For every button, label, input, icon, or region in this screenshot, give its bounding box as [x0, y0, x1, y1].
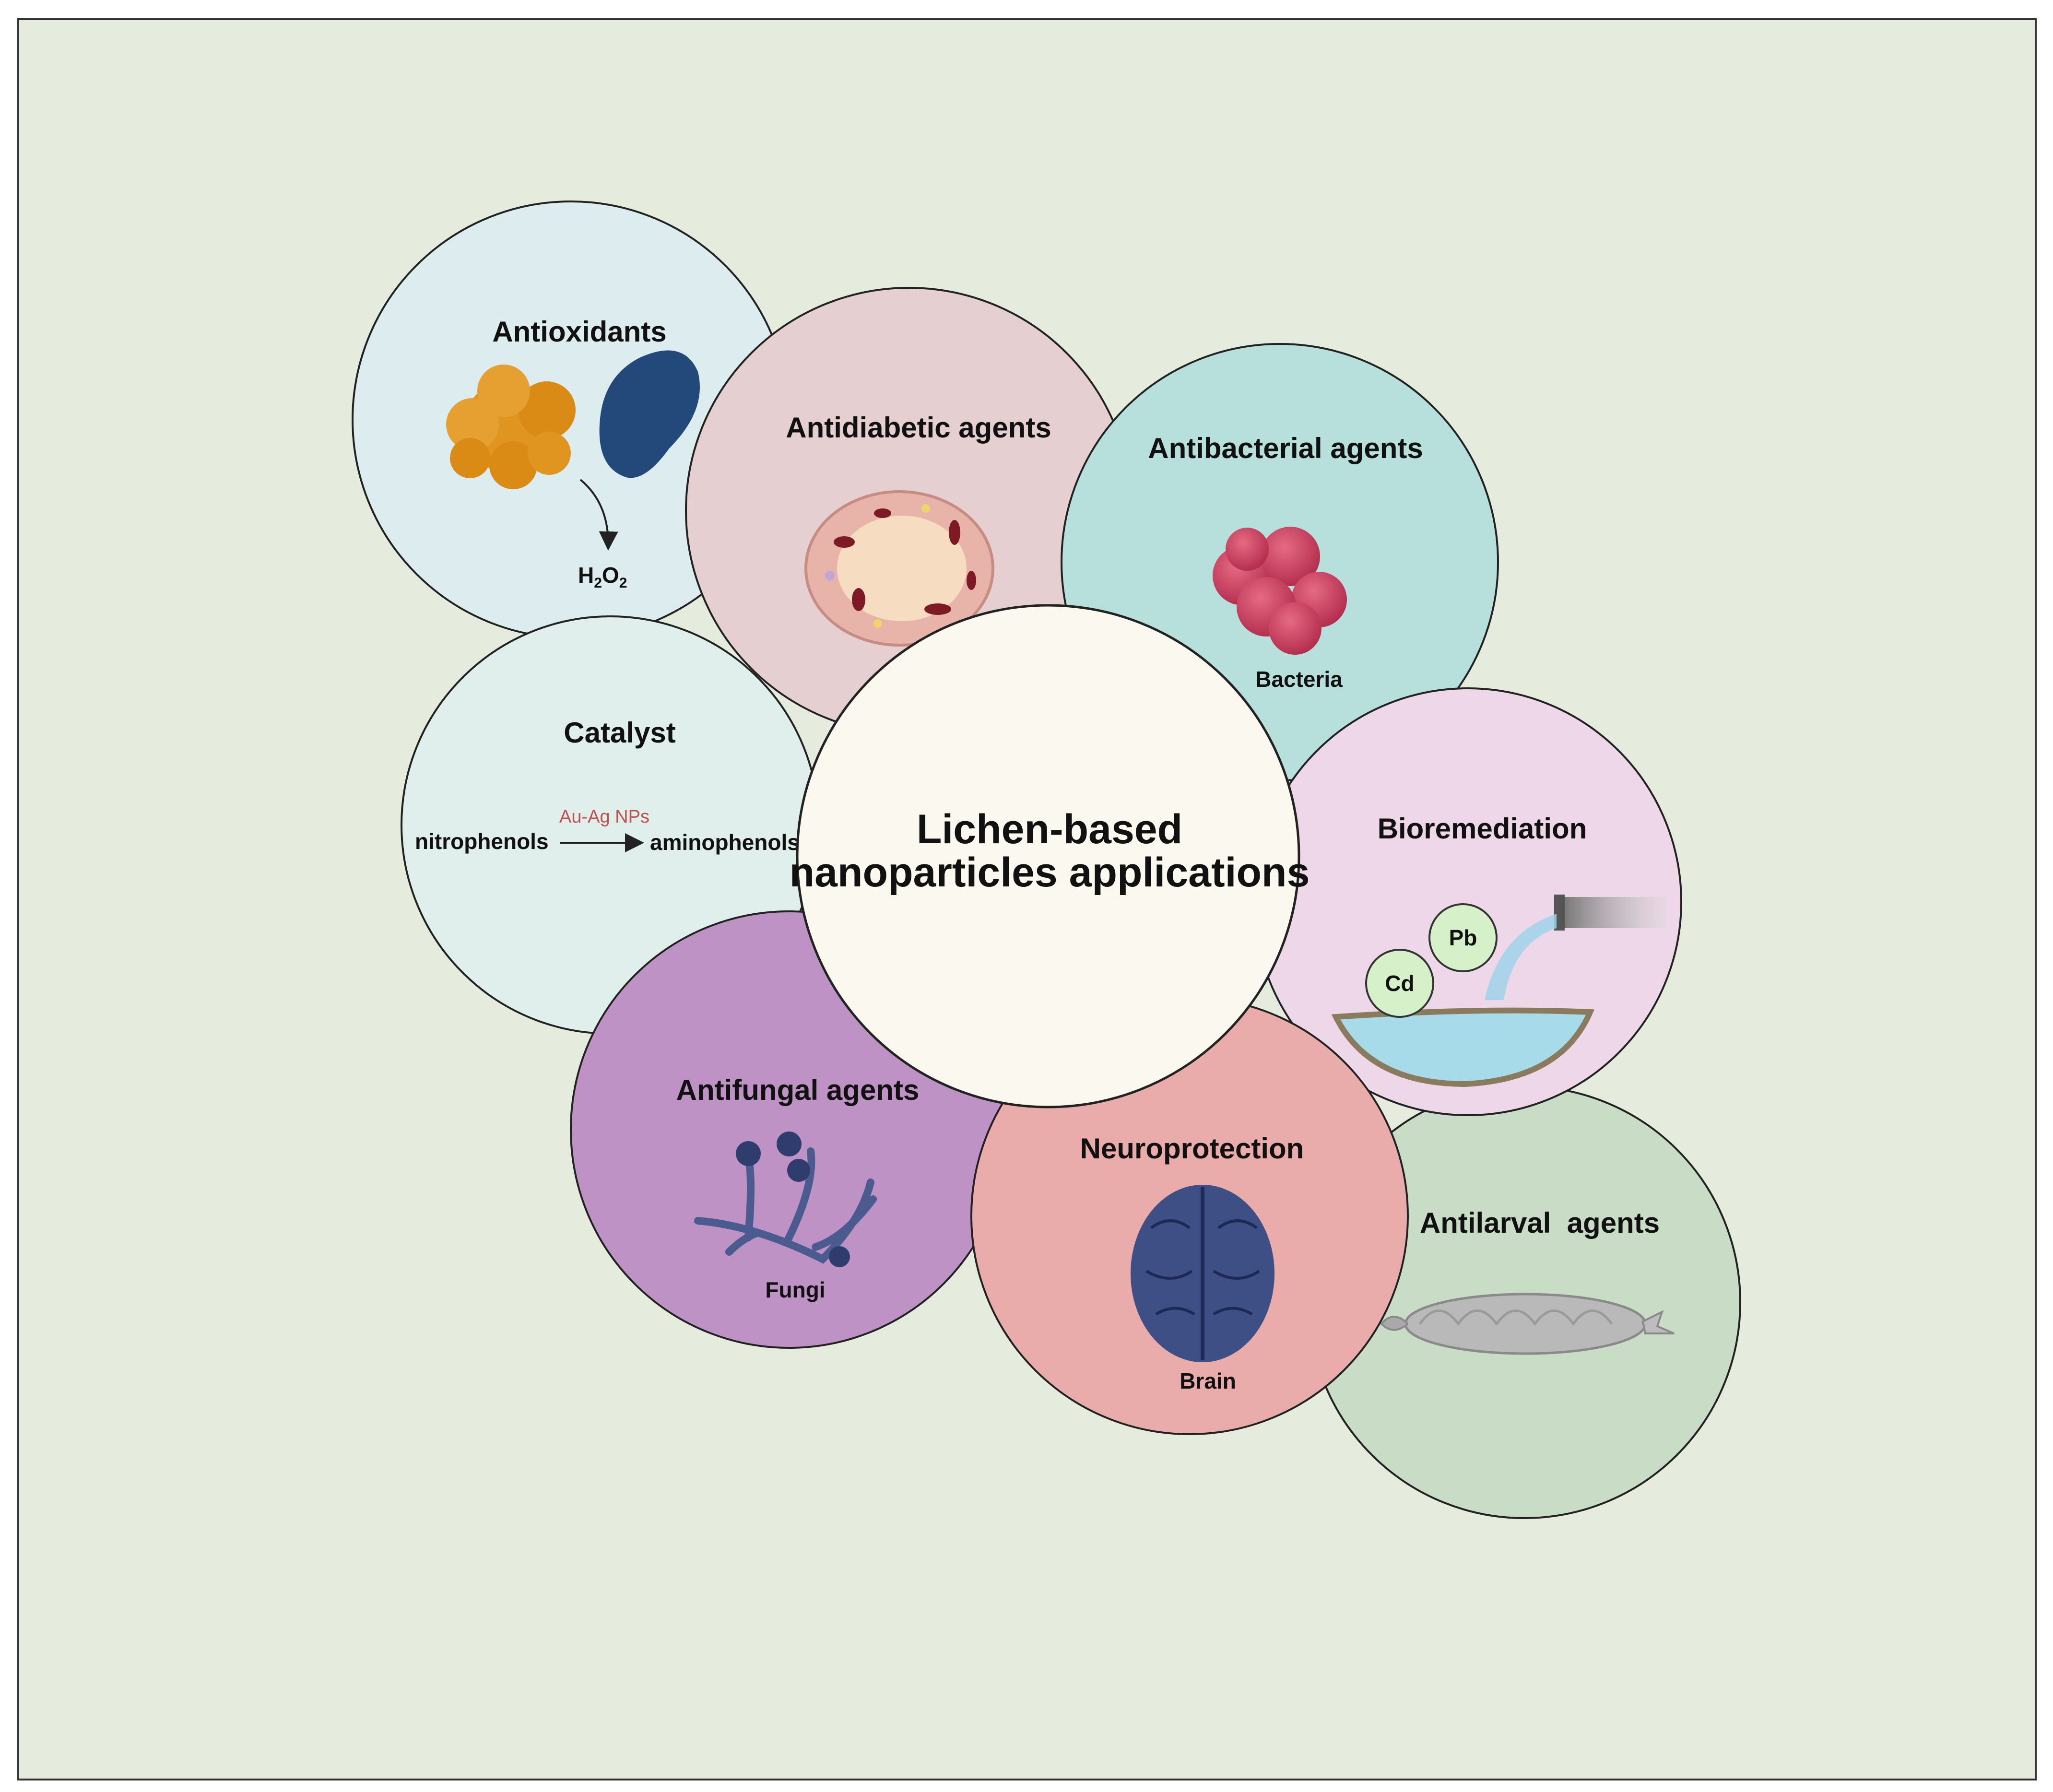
antibacterial-title: Antibacterial agents: [1148, 432, 1423, 464]
brain-icon: [1131, 1185, 1274, 1362]
catalyst-title: Catalyst: [564, 717, 675, 749]
antioxidant-protein-icon: [599, 350, 700, 478]
metal-cd-label: Cd: [1385, 971, 1414, 996]
reaction-arrow-icon: [579, 479, 618, 551]
bubble-neuroprotection: Neuroprotection Brain: [970, 997, 1409, 1435]
bubble-antilarval: Antilarval agents: [1308, 1085, 1741, 1519]
bacteria-cluster-icon: [1213, 527, 1347, 655]
fungi-label: Fungi: [765, 1277, 825, 1302]
antioxidants-title: Antioxidants: [492, 316, 666, 348]
reactant-label: nitrophenols: [415, 829, 549, 854]
center-bubble: Lichen-based nanoparticles applications: [790, 604, 1310, 1108]
h2o2-label: H2O2: [578, 563, 627, 591]
wastewater-pipe-icon: [1331, 895, 1667, 1087]
bubble-bioremediation: Bioremediation Pb Cd: [1253, 687, 1682, 1116]
islet-cell-icon: [804, 490, 994, 647]
center-title-line2: nanoparticles applications: [790, 849, 1310, 896]
antifungal-title: Antifungal agents: [676, 1074, 920, 1106]
fungi-hyphae-icon: [694, 1132, 877, 1267]
antilarval-title: Antilarval agents: [1420, 1207, 1660, 1239]
catalyst-label: Au-Ag NPs: [559, 807, 649, 827]
larva-icon: [1380, 1293, 1675, 1355]
center-title-line1: Lichen-based: [917, 806, 1182, 852]
metal-pb-label: Pb: [1449, 925, 1477, 950]
metal-ion-icon: Pb Cd: [1365, 903, 1498, 1018]
bacteria-label: Bacteria: [1255, 667, 1343, 692]
bioremediation-title: Bioremediation: [1378, 813, 1587, 845]
antidiabetic-title: Antidiabetic agents: [786, 412, 1051, 444]
brain-label: Brain: [1180, 1368, 1236, 1393]
neuroprotection-title: Neuroprotection: [1080, 1132, 1304, 1165]
product-label: aminophenols: [650, 830, 800, 855]
antioxidant-enzyme-icon: [446, 365, 576, 489]
bubble-antioxidants: Antioxidants H2O2: [352, 200, 790, 639]
